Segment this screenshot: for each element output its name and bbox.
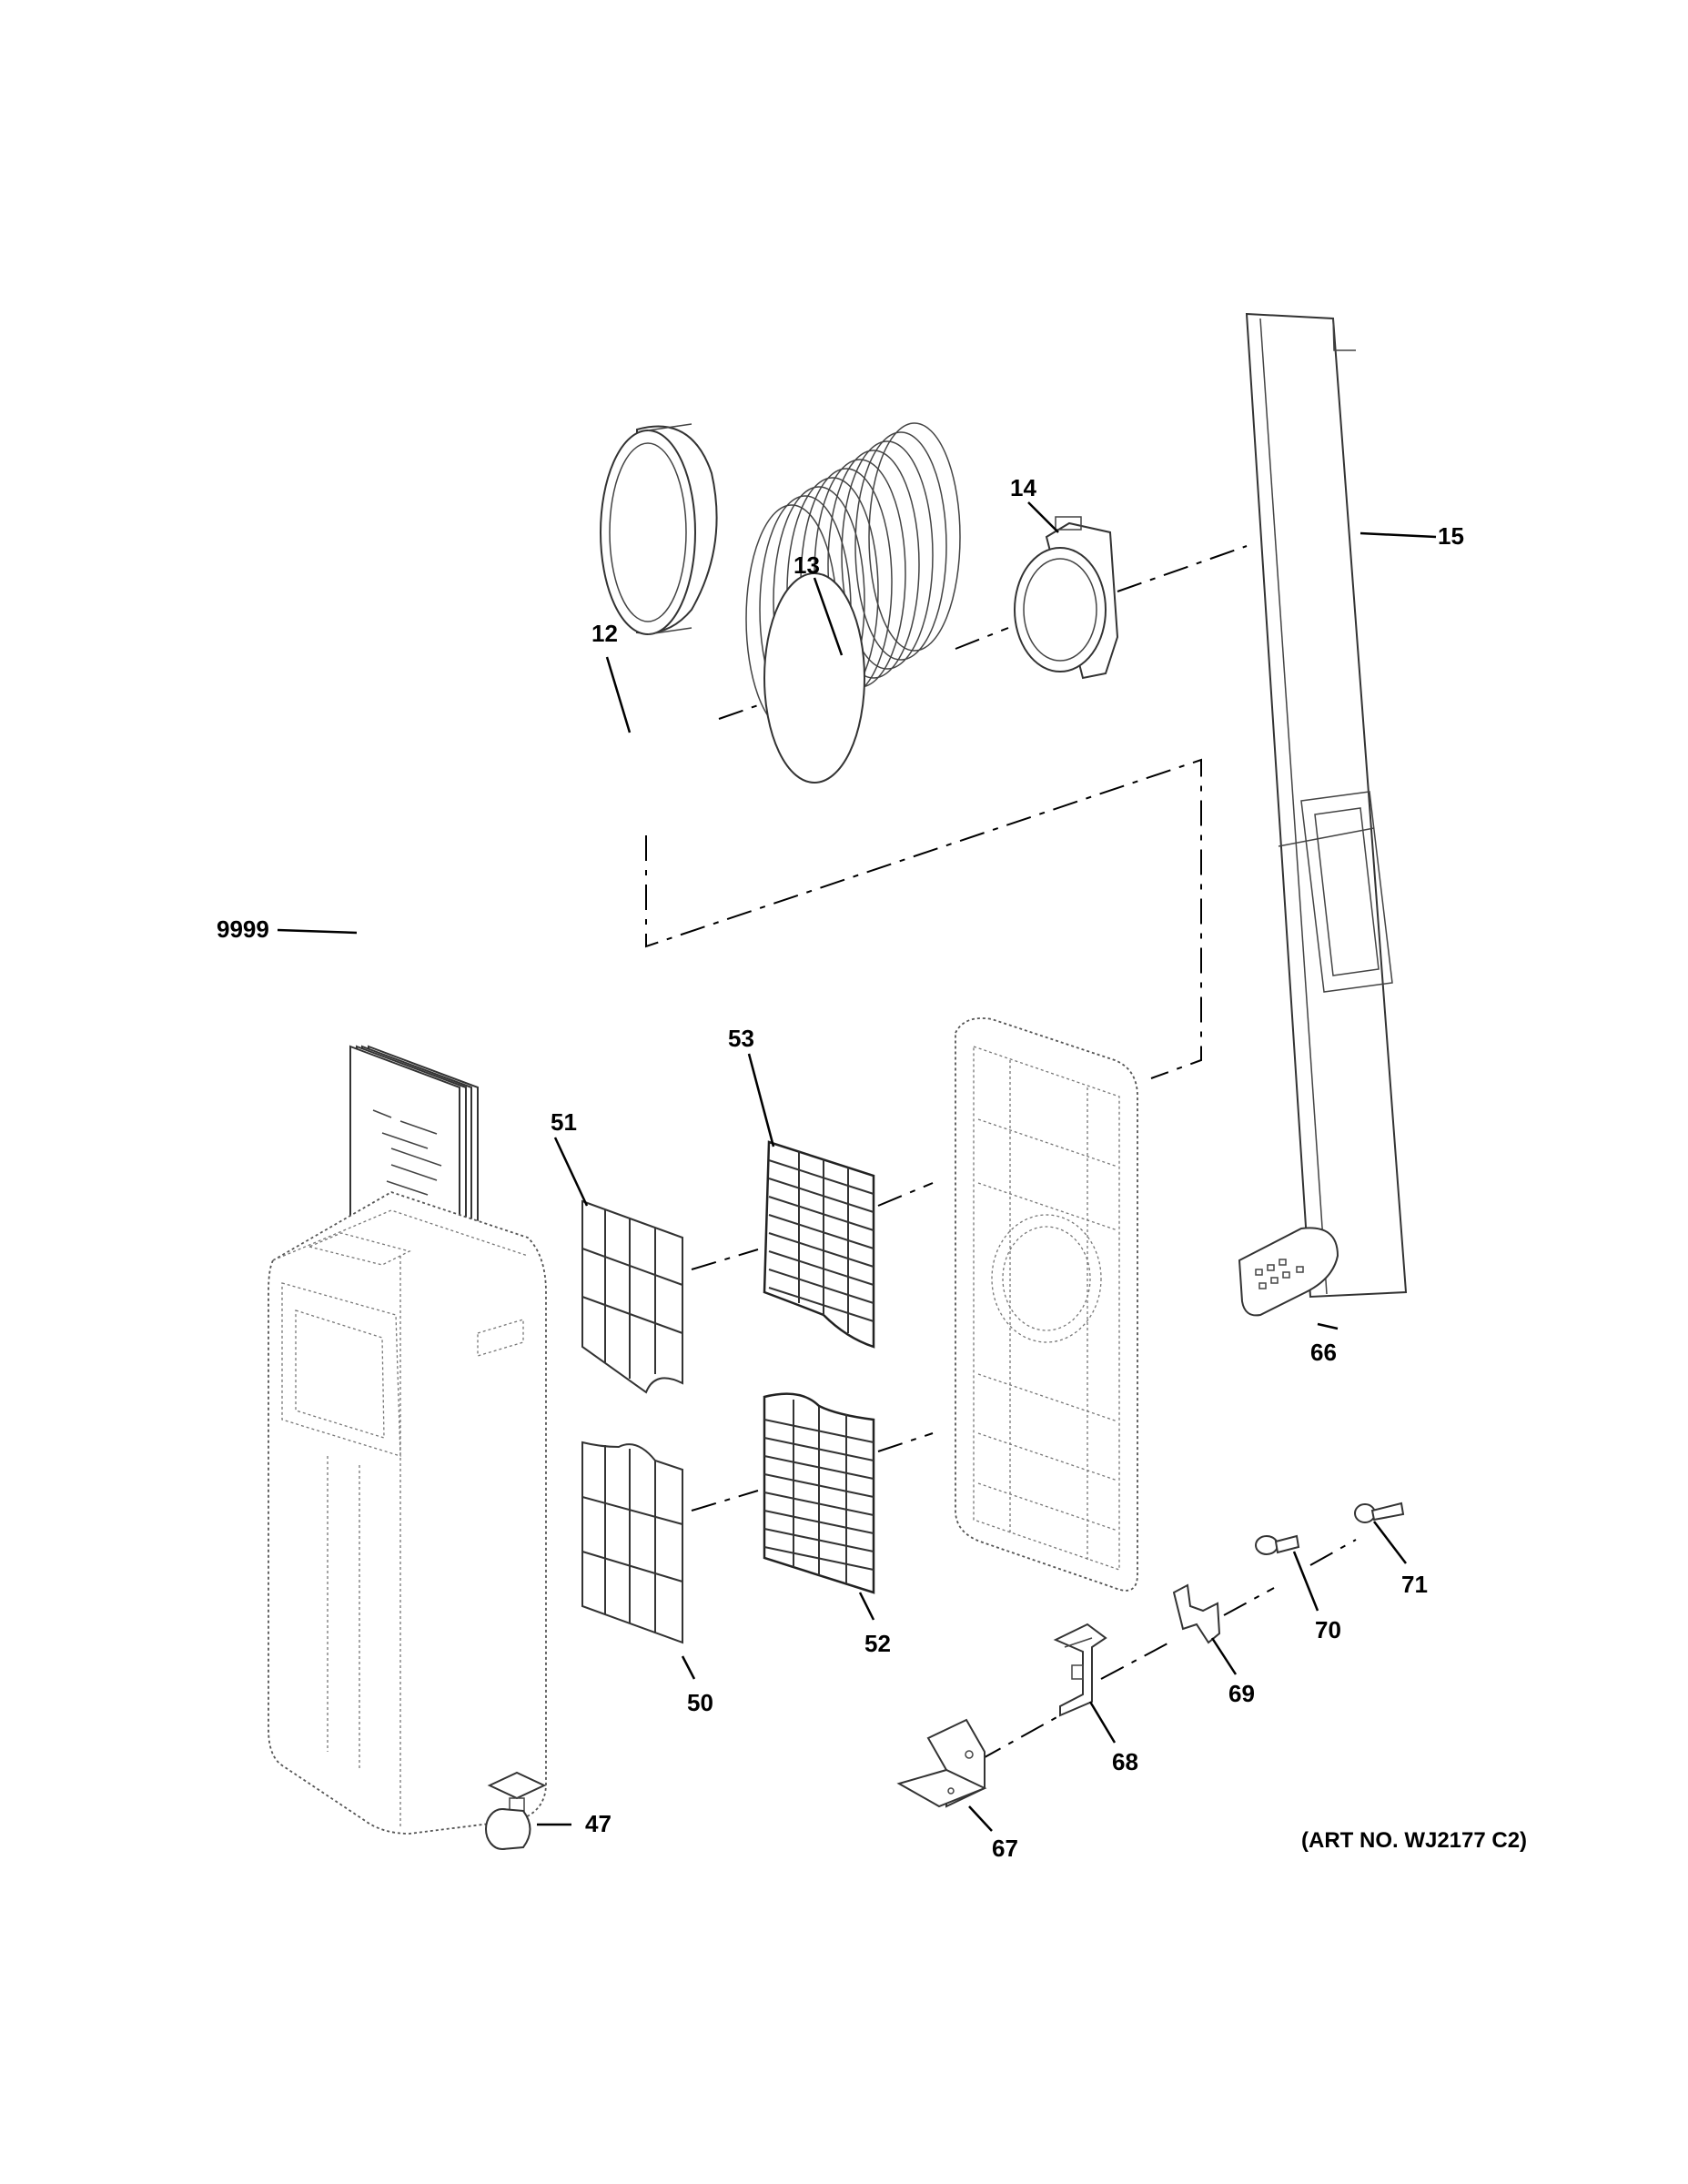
part-70-screw	[1255, 1534, 1300, 1555]
part-15-window-panel	[1245, 312, 1408, 1299]
part-68-clip-bracket	[1053, 1623, 1107, 1717]
leader-lines	[277, 501, 1437, 1832]
part-47-caster	[485, 1771, 547, 1850]
cabinet-housing	[268, 1191, 547, 1835]
label-53: 53	[728, 1025, 754, 1052]
label-69: 69	[1228, 1680, 1255, 1707]
rear-panel	[955, 1017, 1138, 1592]
part-14-window-adapter	[1014, 516, 1119, 680]
connection-lines	[518, 545, 1357, 1770]
label-51: 51	[551, 1108, 577, 1136]
label-68: 68	[1112, 1748, 1138, 1775]
part-53-upper-grille	[763, 1140, 875, 1349]
label-67: 67	[992, 1835, 1018, 1862]
label-15: 15	[1438, 522, 1464, 550]
part-67-angle-bracket	[896, 1718, 987, 1808]
part-52-lower-grille	[763, 1392, 875, 1594]
part-labels: 12 13 14 15 9999 51 53 50 52 66 47 67 68…	[217, 474, 1527, 1862]
art-number-note: (ART NO. WJ2177 C2)	[1301, 1828, 1527, 1853]
part-50-lower-filter	[581, 1441, 683, 1644]
label-13: 13	[793, 551, 820, 579]
part-71-screw	[1354, 1502, 1405, 1523]
label-47: 47	[585, 1810, 612, 1837]
part-51-upper-filter	[581, 1199, 683, 1394]
label-52: 52	[864, 1630, 891, 1657]
label-12: 12	[591, 620, 618, 647]
label-71: 71	[1401, 1571, 1428, 1598]
part-69-clip	[1172, 1583, 1221, 1644]
label-14: 14	[1010, 474, 1036, 501]
label-66: 66	[1310, 1339, 1337, 1366]
part-13-exhaust-hose	[745, 422, 961, 784]
part-66-remote-control	[1238, 1227, 1339, 1317]
label-9999: 9999	[217, 915, 269, 943]
label-50: 50	[687, 1689, 713, 1716]
label-70: 70	[1315, 1616, 1341, 1643]
part-12-hose-adapter	[600, 423, 718, 635]
